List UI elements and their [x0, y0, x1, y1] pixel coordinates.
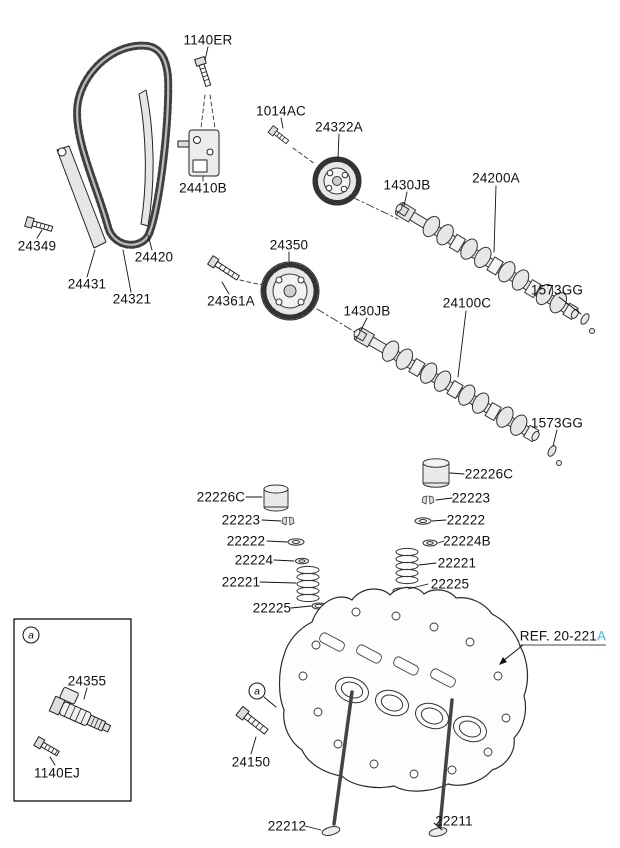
inset-callout-marker: a [22, 626, 40, 644]
ref-arrow [499, 644, 524, 665]
part-label-1140er: 1140ER [183, 32, 233, 48]
part-label-24150: 24150 [231, 754, 271, 770]
part-label-24200a: 24200A [472, 170, 520, 186]
valve-spring-22221-right [395, 547, 419, 585]
part-label-1430jb-lower: 1430JB [343, 303, 391, 319]
part-label-22223-left: 22223 [221, 512, 261, 528]
end-cap-1573GG-lower [547, 445, 562, 466]
part-label-22212: 22212 [267, 818, 307, 834]
part-label-1140ej: 1140EJ [34, 765, 80, 781]
cvvt-assembly-24350 [260, 261, 320, 321]
part-label-24361a: 24361A [207, 293, 255, 309]
part-label-22222-right: 22222 [446, 512, 486, 528]
bolt-1140EJ [33, 736, 60, 757]
ref-label-suffix: A [597, 628, 607, 644]
assembly-dashed-lines [200, 94, 399, 333]
intake-valve-22212 [321, 690, 354, 836]
part-label-24355: 24355 [67, 673, 107, 689]
bolt-1014AC [267, 125, 290, 145]
chain-tensioner-24410B [177, 129, 220, 177]
bolt-24150 [235, 705, 269, 735]
spring-seat-22224B-right [422, 539, 438, 547]
cylinder-head [278, 586, 529, 792]
part-label-22225-right: 22225 [430, 576, 470, 592]
part-label-22225-left: 22225 [252, 600, 292, 616]
tappet-22226C-right [422, 458, 450, 488]
oil-control-valve-24355 [48, 687, 112, 733]
spring-retainer-22222-left [287, 538, 305, 546]
part-label-1014ac: 1014AC [256, 103, 306, 119]
spring-seat-22224-left [295, 557, 309, 565]
part-label-24349: 24349 [17, 238, 57, 254]
bearing-plug-1430JB-upper [395, 203, 410, 217]
part-label-22226c-right: 22226C [464, 466, 514, 482]
part-label-22224: 22224 [234, 552, 274, 568]
bolt-24361A [207, 255, 240, 281]
part-label-24431: 24431 [67, 276, 107, 292]
part-label-22224b: 22224B [443, 533, 491, 549]
part-label-1573gg-lower: 1573GG [530, 415, 584, 431]
part-label-24322a: 24322A [315, 119, 363, 135]
ref-label-text: REF. 20-221 [519, 628, 598, 644]
ref-20-221a-link[interactable]: REF. 20-221A [519, 628, 607, 646]
part-label-24321: 24321 [112, 291, 152, 307]
part-label-22223-right: 22223 [451, 490, 491, 506]
valve-spring-22221-left [296, 565, 320, 603]
inset-box [13, 618, 132, 802]
part-label-1430jb-upper: 1430JB [383, 177, 431, 193]
head-callout-marker: a [248, 682, 266, 700]
tappet-22226C-left [263, 484, 289, 512]
part-label-1573gg-upper: 1573GG [530, 282, 584, 298]
cam-sprocket-24322A [312, 156, 362, 206]
bolt-1140ER [194, 56, 212, 87]
part-label-24410b: 24410B [179, 180, 227, 196]
retainer-lock-22223-right [421, 495, 435, 505]
timing-chain-24321 [73, 41, 173, 249]
part-label-24420: 24420 [134, 249, 174, 265]
leader-lines [36, 46, 582, 831]
part-label-22221-right: 22221 [437, 555, 477, 571]
part-label-22222-left: 22222 [226, 533, 266, 549]
camshaft-24100C [353, 327, 540, 443]
part-label-24350: 24350 [269, 237, 309, 253]
exhaust-valve-22211 [428, 698, 454, 837]
bolt-24349 [24, 216, 54, 232]
spring-retainer-22222-right [414, 517, 432, 525]
part-label-22211: 22211 [435, 813, 473, 829]
end-cap-1573GG-upper [580, 313, 595, 334]
part-label-22221-left: 22221 [221, 574, 261, 590]
retainer-lock-22223-left [281, 516, 295, 526]
chain-guide-24420 [138, 89, 154, 227]
part-label-24100c: 24100C [442, 295, 492, 311]
camshaft-24200A [394, 202, 580, 320]
tensioner-arm-24431 [56, 145, 107, 249]
part-label-22226c-left: 22226C [196, 489, 246, 505]
